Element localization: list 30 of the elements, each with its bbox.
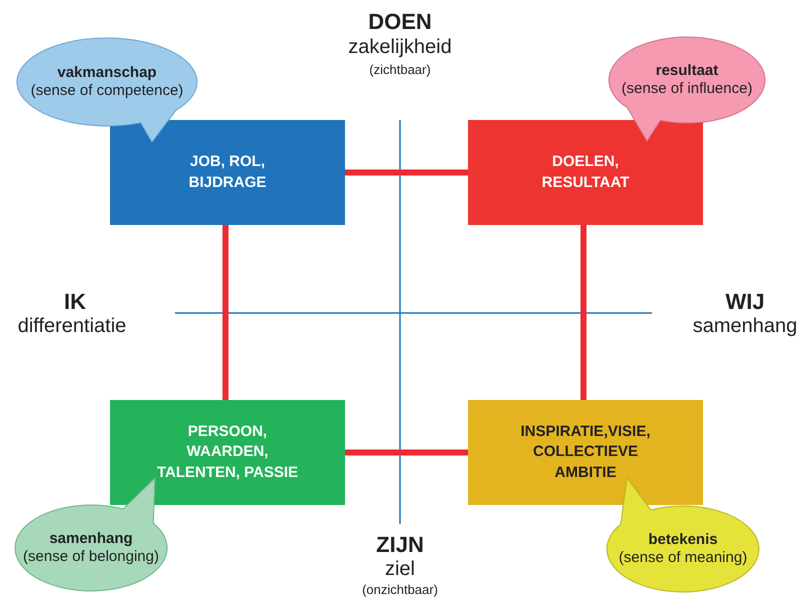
process-box <box>468 120 703 225</box>
connector-line <box>345 170 468 176</box>
axis-label: differentiatie <box>18 315 126 337</box>
axis-heading: ZIJN <box>376 533 424 558</box>
bubble-heading: betekenis <box>648 531 718 549</box>
axis-note: (zichtbaar) <box>369 63 431 78</box>
bubble-text: (sense of competence) <box>30 82 184 100</box>
box-label: JOB, ROL, BIJDRAGE <box>188 152 268 192</box>
bubble-text: (sense of belonging) <box>23 548 159 566</box>
connector-line <box>580 225 586 400</box>
box-label: DOELEN, RESULTAAT <box>540 152 630 192</box>
axis-note: (onzichtbaar) <box>362 583 438 598</box>
connector-line <box>222 225 228 400</box>
axis-label: ziel <box>385 558 415 580</box>
axis-heading: WIJ <box>725 290 765 314</box>
axis-label: samenhang <box>692 315 798 337</box>
box-label: PERSOON, WAARDEN, TALENTEN, PASSIE <box>156 422 300 483</box>
bubble-heading: vakmanschap <box>57 64 157 82</box>
bubble-heading: samenhang <box>49 530 133 548</box>
axis-heading: IK <box>64 290 86 314</box>
axis-label: zakelijkheid <box>348 36 452 58</box>
process-box <box>468 400 703 505</box>
box-label: INSPIRATIE,VISIE, COLLECTIEVE AMBITIE <box>520 422 652 483</box>
connector-line <box>345 450 468 456</box>
bubble-text: (sense of meaning) <box>618 549 748 567</box>
process-box <box>110 400 345 505</box>
process-box <box>110 120 345 225</box>
bubble-heading: resultaat <box>656 62 718 80</box>
bubble-text: (sense of influence) <box>622 80 752 98</box>
axis-heading: DOEN <box>368 10 432 34</box>
